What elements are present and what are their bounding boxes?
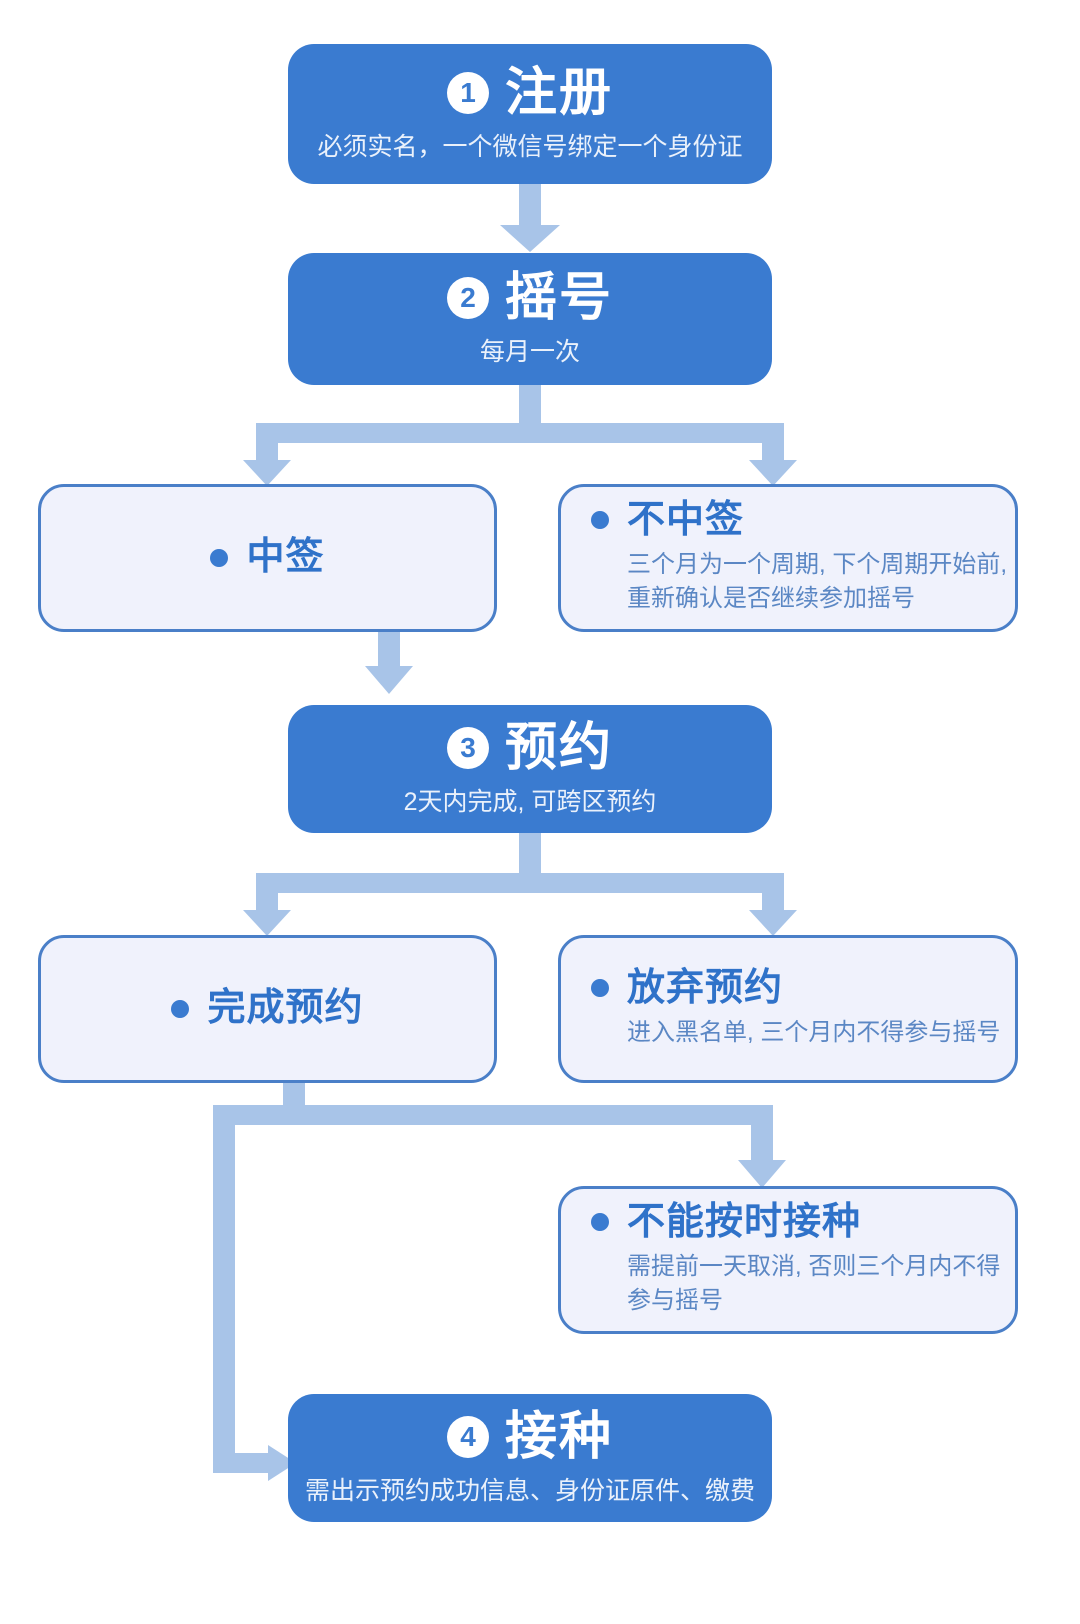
step-box-register[interactable]: 1 注册 必须实名，一个微信号绑定一个身份证 — [288, 44, 772, 184]
branch-abandoned-desc: 进入黑名单, 三个月内不得参与摇号 — [627, 1019, 1001, 1047]
branch-abandoned-head: 放弃预约 — [591, 966, 784, 1010]
step-box-appointment[interactable]: 3 预约 2天内完成, 可跨区预约 — [288, 705, 772, 833]
step-lottery-desc: 每月一次 — [479, 337, 580, 366]
branch-not-won-desc: 三个月为一个周期, 下个周期开始前, 重新确认是否继续参加摇号 — [627, 551, 1008, 613]
step-lottery-title: 2 摇号 — [446, 268, 613, 327]
bullet-icon — [591, 979, 609, 998]
branch-missed-title: 不能按时接种 — [627, 1200, 862, 1243]
branch-won-head: 中签 — [210, 536, 325, 579]
branch-box-abandoned[interactable]: 放弃预约 进入黑名单, 三个月内不得参与摇号 — [558, 935, 1018, 1083]
step-vaccination-title: 4 接种 — [446, 1407, 613, 1466]
branch-box-not-won[interactable]: 不中签 三个月为一个周期, 下个周期开始前, 重新确认是否继续参加摇号 — [558, 484, 1018, 632]
step-register-desc: 必须实名，一个微信号绑定一个身份证 — [317, 132, 743, 161]
step-vaccination-label: 接种 — [504, 1407, 613, 1466]
branch-completed-head: 完成预约 — [171, 987, 364, 1030]
connector-register-to-lottery — [500, 182, 560, 252]
bullet-icon — [591, 511, 609, 530]
step-number-badge: 3 — [446, 726, 489, 769]
connector-appointment-split — [243, 833, 797, 936]
branch-missed-desc: 需提前一天取消, 否则三个月内不得参与摇号 — [627, 1253, 1001, 1315]
branch-missed-head: 不能按时接种 — [591, 1200, 862, 1244]
step-register-label: 注册 — [504, 63, 613, 122]
step-box-lottery[interactable]: 2 摇号 每月一次 — [288, 253, 772, 385]
step-vaccination-desc: 需出示预约成功信息、身份证原件、缴费 — [304, 1476, 755, 1505]
connector-won-to-appointment — [365, 632, 413, 694]
bullet-icon — [171, 999, 190, 1018]
connector-lottery-split — [243, 383, 797, 486]
step-appointment-label: 预约 — [504, 718, 613, 777]
branch-abandoned-title: 放弃预约 — [627, 966, 784, 1009]
step-number-badge: 2 — [446, 276, 489, 319]
step-number-badge: 4 — [446, 1415, 489, 1458]
step-lottery-label: 摇号 — [504, 268, 613, 327]
step-appointment-desc: 2天内完成, 可跨区预约 — [403, 787, 657, 816]
branch-box-missed[interactable]: 不能按时接种 需提前一天取消, 否则三个月内不得参与摇号 — [558, 1186, 1018, 1334]
step-box-vaccination[interactable]: 4 接种 需出示预约成功信息、身份证原件、缴费 — [288, 1394, 772, 1522]
branch-box-completed[interactable]: 完成预约 — [38, 935, 497, 1083]
branch-not-won-head: 不中签 — [591, 498, 745, 542]
branch-not-won-title: 不中签 — [627, 498, 745, 541]
bullet-icon — [210, 548, 229, 567]
step-appointment-title: 3 预约 — [446, 718, 613, 777]
step-register-title: 1 注册 — [446, 63, 613, 122]
bullet-icon — [591, 1213, 609, 1232]
branch-box-won[interactable]: 中签 — [38, 484, 497, 632]
step-number-badge: 1 — [446, 71, 489, 114]
branch-completed-title: 完成预约 — [207, 987, 364, 1030]
branch-won-title: 中签 — [246, 536, 325, 579]
